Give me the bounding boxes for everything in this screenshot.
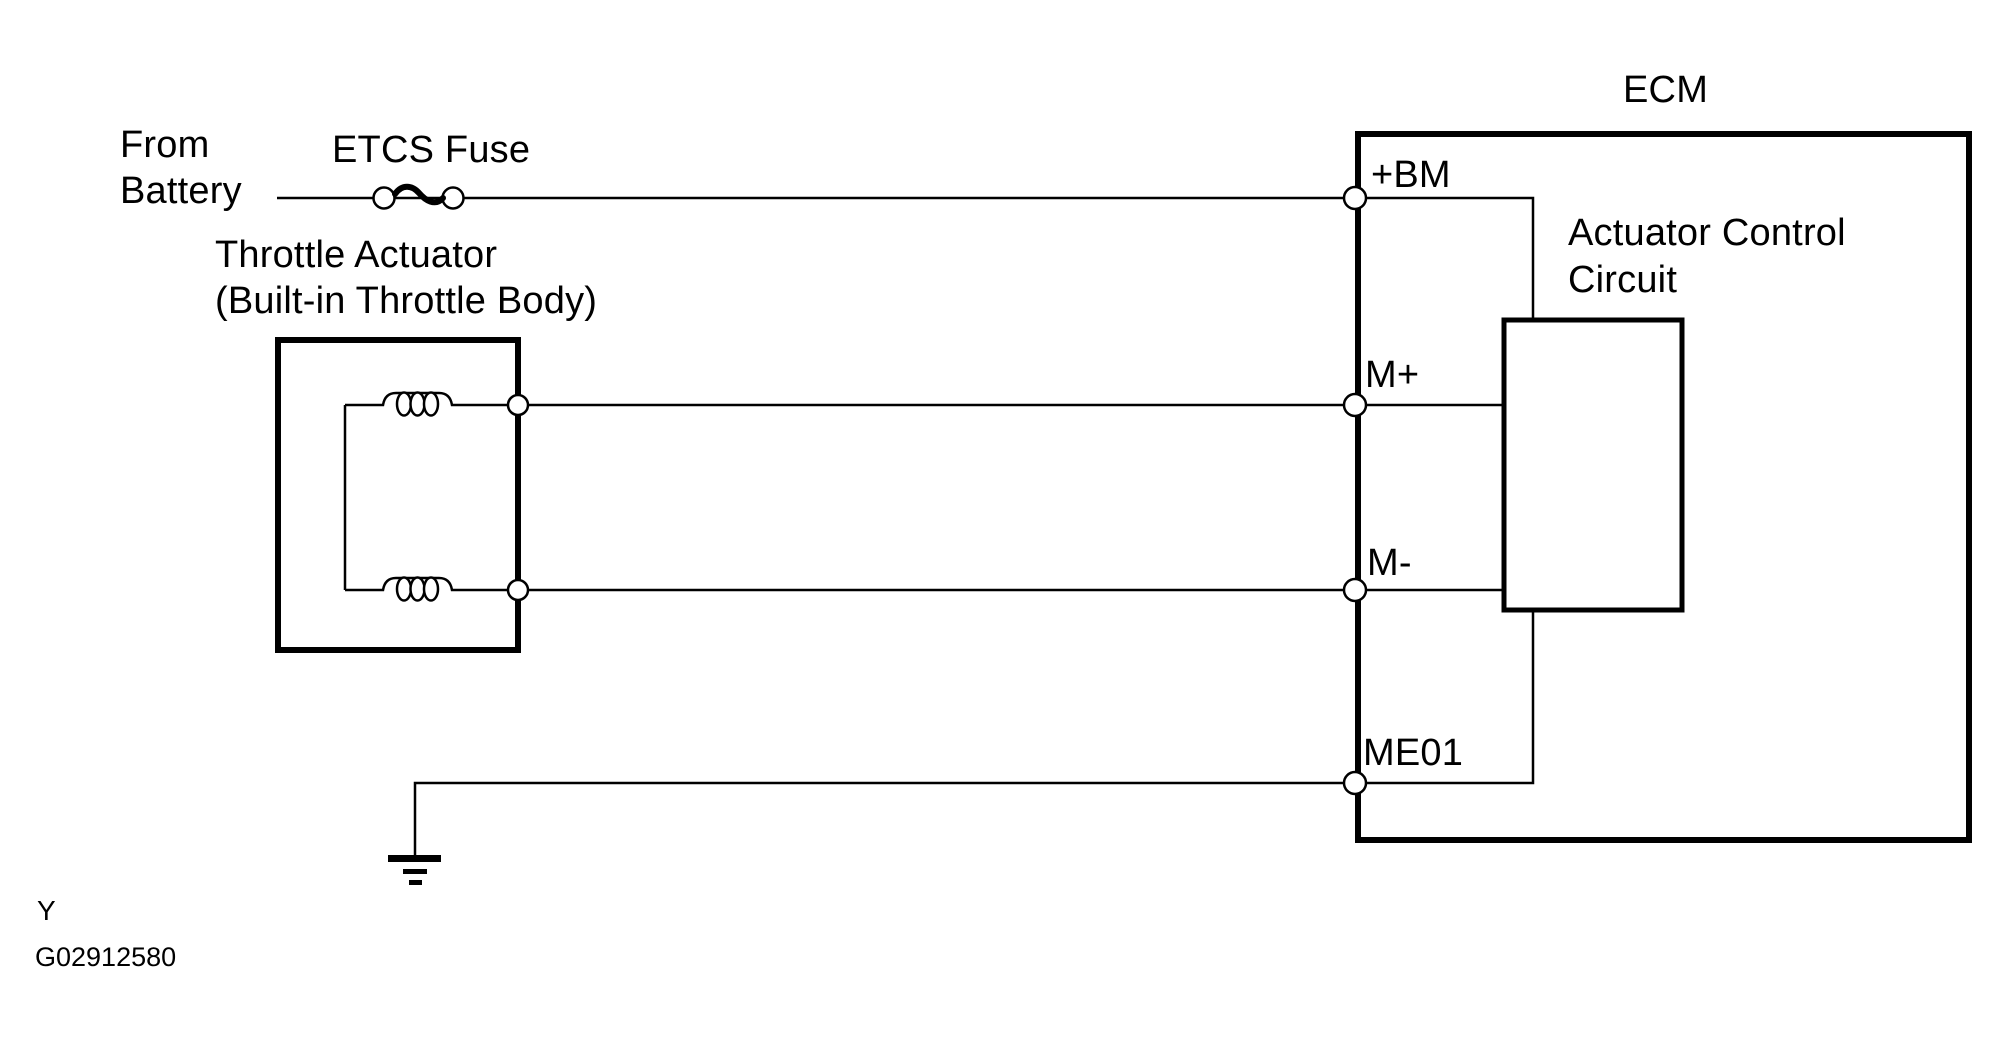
throttle-actuator-box <box>275 337 521 653</box>
fuse-terminal-left <box>372 186 396 210</box>
pin-label-m-plus: M+ <box>1365 354 1420 396</box>
fuse-icon <box>392 183 446 206</box>
actuator-terminal-m-plus <box>506 393 530 417</box>
coil-m-minus-icon <box>395 576 440 602</box>
pin-label-m-minus: M- <box>1367 542 1412 584</box>
ecm-terminal-m-plus <box>1342 392 1368 418</box>
fuse-label: ETCS Fuse <box>332 129 531 171</box>
coil-m-plus-icon <box>395 391 440 417</box>
wire-bm <box>277 196 1535 322</box>
pin-label-me01: ME01 <box>1363 732 1464 774</box>
ecm-box <box>1355 131 1972 843</box>
wire-me01 <box>413 610 1535 858</box>
actuator-control-circuit-box <box>1501 317 1685 613</box>
actuator-terminal-m-minus <box>506 578 530 602</box>
ecm-title: ECM <box>1623 69 1709 111</box>
figure-id: G02912580 <box>35 942 177 972</box>
throttle-actuator-label: Throttle Actuator(Built-in Throttle Body… <box>215 234 598 322</box>
pin-label-bm: +BM <box>1371 154 1451 196</box>
ground-icon <box>388 855 441 885</box>
ecm-terminal-m-minus <box>1342 577 1368 603</box>
page-ref: Y <box>37 895 56 926</box>
ecm-terminal-me01 <box>1342 770 1368 796</box>
ecm-terminal-bm <box>1342 185 1368 211</box>
